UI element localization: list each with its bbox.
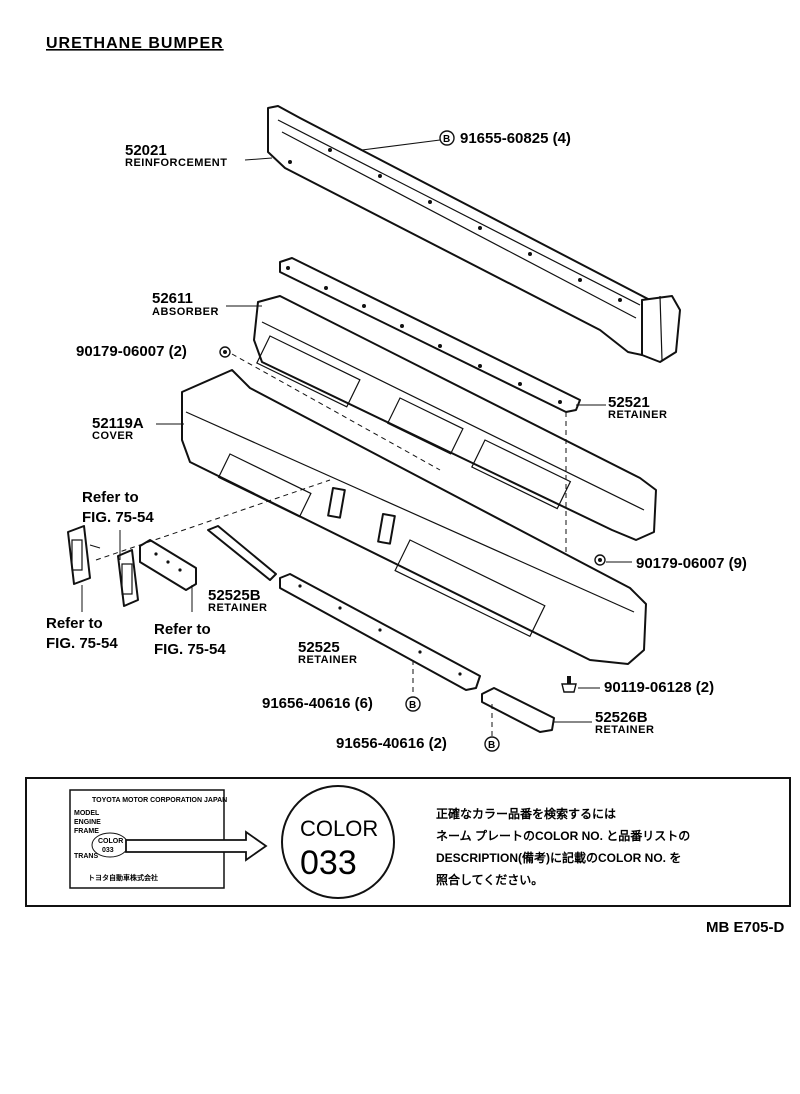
cover-part[interactable] xyxy=(181,369,647,665)
absorber-number: 52611 xyxy=(152,290,193,307)
reinforcement-name: REINFORCEMENT xyxy=(125,157,227,169)
svg-text:TRANS: TRANS xyxy=(74,853,98,860)
footer-code: MB E705-D xyxy=(706,919,785,936)
bolt-top-label: 91655-60825 (4) xyxy=(460,130,571,147)
note-line-4: 照合してください。 xyxy=(436,872,543,887)
svg-text:MODEL: MODEL xyxy=(74,810,100,817)
retainer-upper-number: 52521 xyxy=(608,394,650,411)
svg-text:トヨタ自動車株式会社: トヨタ自動車株式会社 xyxy=(88,873,158,882)
svg-text:033: 033 xyxy=(300,844,357,882)
cover-name: COVER xyxy=(92,430,134,442)
bolt-lower2-label: 91656-40616 (2) xyxy=(336,735,447,752)
retainer-left-number: 52525B xyxy=(208,587,261,604)
retainer-right-number: 52526B xyxy=(595,709,648,726)
ref-3-line1: Refer to xyxy=(154,621,211,638)
ref-1-line2: FIG. 75-54 xyxy=(82,509,154,526)
color-badge: COLOR 033 xyxy=(281,785,395,899)
side-bracket-right[interactable] xyxy=(139,539,197,591)
retainer-lower-number: 52525 xyxy=(298,639,340,656)
clip-right-label: 90179-06007 (9) xyxy=(636,555,747,572)
retainer-lower-name: RETAINER xyxy=(298,654,357,666)
retainer-lower-part[interactable] xyxy=(279,573,481,691)
retainer-left-name: RETAINER xyxy=(208,602,267,614)
screw-right-icon xyxy=(561,676,577,693)
screw-right-label: 90119-06128 (2) xyxy=(604,679,714,696)
bolt-lower2-icon: B xyxy=(484,736,500,752)
side-bracket-left[interactable] xyxy=(67,525,91,585)
svg-text:B: B xyxy=(488,740,495,751)
note-line-3: DESCRIPTION(備考)に記載のCOLOR NO. を xyxy=(436,850,681,865)
retainer-left-part[interactable] xyxy=(207,525,277,581)
absorber-part[interactable] xyxy=(253,295,657,541)
svg-text:033: 033 xyxy=(102,847,114,854)
cover-number: 52119A xyxy=(92,415,144,432)
retainer-upper-name: RETAINER xyxy=(608,409,667,421)
clip-left-icon xyxy=(219,346,231,358)
side-bracket-mid[interactable] xyxy=(117,549,139,607)
absorber-name: ABSORBER xyxy=(152,306,219,318)
note-line-1: 正確なカラー品番を検索するには xyxy=(436,806,616,821)
retainer-right-name: RETAINER xyxy=(595,724,654,736)
ref-3-line2: FIG. 75-54 xyxy=(154,641,226,658)
reinforcement-number: 52021 xyxy=(125,142,167,159)
svg-text:TOYOTA MOTOR CORPORATION JAPAN: TOYOTA MOTOR CORPORATION JAPAN xyxy=(92,797,227,804)
diagram-title: URETHANE BUMPER xyxy=(46,35,224,52)
reinforcement-part[interactable] xyxy=(267,105,681,363)
svg-text:COLOR: COLOR xyxy=(98,838,123,845)
ref-2-line1: Refer to xyxy=(46,615,103,632)
ref-2-line2: FIG. 75-54 xyxy=(46,635,118,652)
svg-text:COLOR: COLOR xyxy=(300,816,378,841)
svg-text:ENGINE: ENGINE xyxy=(74,819,101,826)
bolt-lower1-icon: B xyxy=(405,696,421,712)
ref-1-line1: Refer to xyxy=(82,489,139,506)
clip-right-icon xyxy=(594,554,606,566)
retainer-right-part[interactable] xyxy=(481,687,555,733)
svg-text:B: B xyxy=(443,134,450,145)
retainer-upper-part[interactable] xyxy=(279,257,581,413)
name-plate: TOYOTA MOTOR CORPORATION JAPAN MODEL ENG… xyxy=(69,789,227,889)
bolt-symbol-icon: B xyxy=(439,130,455,146)
clip-left-label: 90179-06007 (2) xyxy=(76,343,187,360)
svg-text:FRAME: FRAME xyxy=(74,828,99,835)
svg-text:B: B xyxy=(409,700,416,711)
bolt-lower1-label: 91656-40616 (6) xyxy=(262,695,373,712)
note-line-2: ネーム プレートのCOLOR NO. と品番リストの xyxy=(436,828,690,843)
arrow-icon xyxy=(125,830,268,862)
